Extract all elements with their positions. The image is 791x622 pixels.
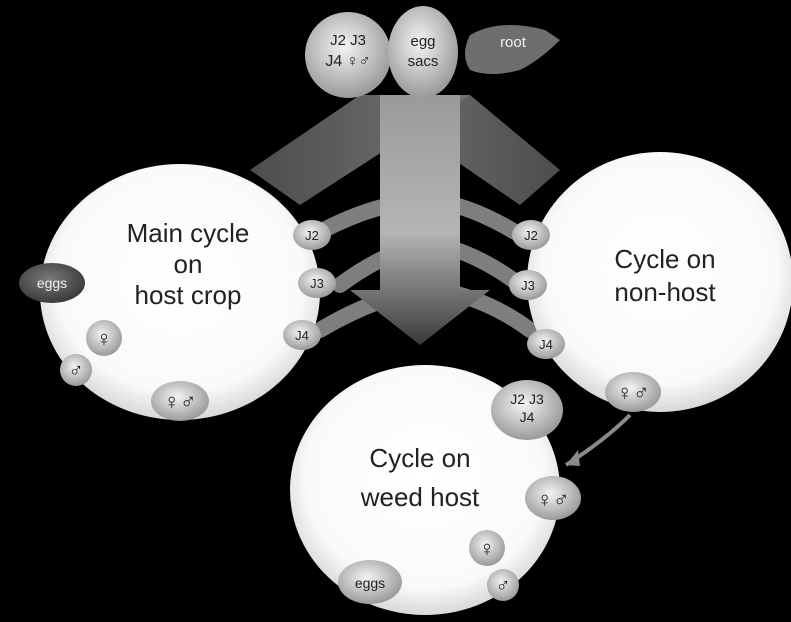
main-cycle-line2: on bbox=[174, 249, 203, 279]
weed-eggs-label: eggs bbox=[355, 575, 385, 591]
weed-host-line1: Cycle on bbox=[369, 443, 470, 473]
j4-left-label: J4 bbox=[295, 328, 309, 343]
egg-sacs-circle: egg sacs bbox=[388, 6, 458, 98]
weed-male-symbol: ♂ bbox=[496, 575, 511, 597]
non-host-line1: Cycle on bbox=[614, 244, 715, 274]
main-eggs-label: eggs bbox=[37, 275, 67, 291]
weed-host-line2: weed host bbox=[360, 482, 480, 512]
non-host-line2: non-host bbox=[614, 277, 716, 307]
non-host-circle: Cycle on non-host bbox=[527, 152, 791, 412]
main-pair: ♀♂ bbox=[151, 381, 209, 421]
main-male: ♂ bbox=[60, 354, 92, 386]
main-female: ♀ bbox=[86, 320, 122, 356]
weed-stages-line2: J4 bbox=[520, 409, 535, 425]
juvenile-j2-right: J2 bbox=[512, 220, 550, 250]
main-eggs: eggs bbox=[19, 263, 85, 303]
egg-sacs-line1: egg bbox=[410, 33, 435, 50]
top-stages-line1: J2 J3 bbox=[330, 32, 366, 49]
juvenile-j4-right: J4 bbox=[527, 329, 565, 359]
j4-right-label: J4 bbox=[539, 337, 553, 352]
top-stages-line2: J4 ♀♂ bbox=[325, 53, 370, 70]
egg-sacs-line2: sacs bbox=[408, 53, 439, 70]
j2-left-label: J2 bbox=[305, 228, 319, 243]
j2-right-label: J2 bbox=[524, 228, 538, 243]
juvenile-j3-right: J3 bbox=[509, 270, 547, 300]
main-female-symbol: ♀ bbox=[96, 326, 113, 351]
weed-pair: ♀♂ bbox=[525, 476, 581, 520]
non-host-pair: ♀♂ bbox=[605, 372, 661, 412]
weed-male: ♂ bbox=[487, 569, 519, 601]
j3-right-label: J3 bbox=[521, 278, 535, 293]
weed-stages: J2 J3 J4 bbox=[491, 380, 563, 440]
main-cycle-line3: host crop bbox=[135, 280, 242, 310]
top-stages-circle: J2 J3 J4 ♀♂ bbox=[305, 12, 391, 98]
juvenile-j2-left: J2 bbox=[293, 220, 331, 250]
juvenile-j4-left: J4 bbox=[283, 320, 321, 350]
juvenile-j3-left: J3 bbox=[298, 268, 336, 298]
non-host-pair-symbol: ♀♂ bbox=[617, 380, 650, 405]
weed-female: ♀ bbox=[469, 530, 505, 566]
weed-stages-line1: J2 J3 bbox=[510, 391, 544, 407]
main-pair-symbol: ♀♂ bbox=[164, 389, 197, 414]
weed-female-symbol: ♀ bbox=[479, 536, 496, 561]
root-label: root bbox=[500, 34, 527, 51]
j3-left-label: J3 bbox=[310, 276, 324, 291]
weed-eggs: eggs bbox=[338, 560, 402, 604]
main-male-symbol: ♂ bbox=[69, 360, 84, 382]
main-cycle-line1: Main cycle bbox=[127, 218, 250, 248]
weed-pair-symbol: ♀♂ bbox=[537, 487, 570, 512]
